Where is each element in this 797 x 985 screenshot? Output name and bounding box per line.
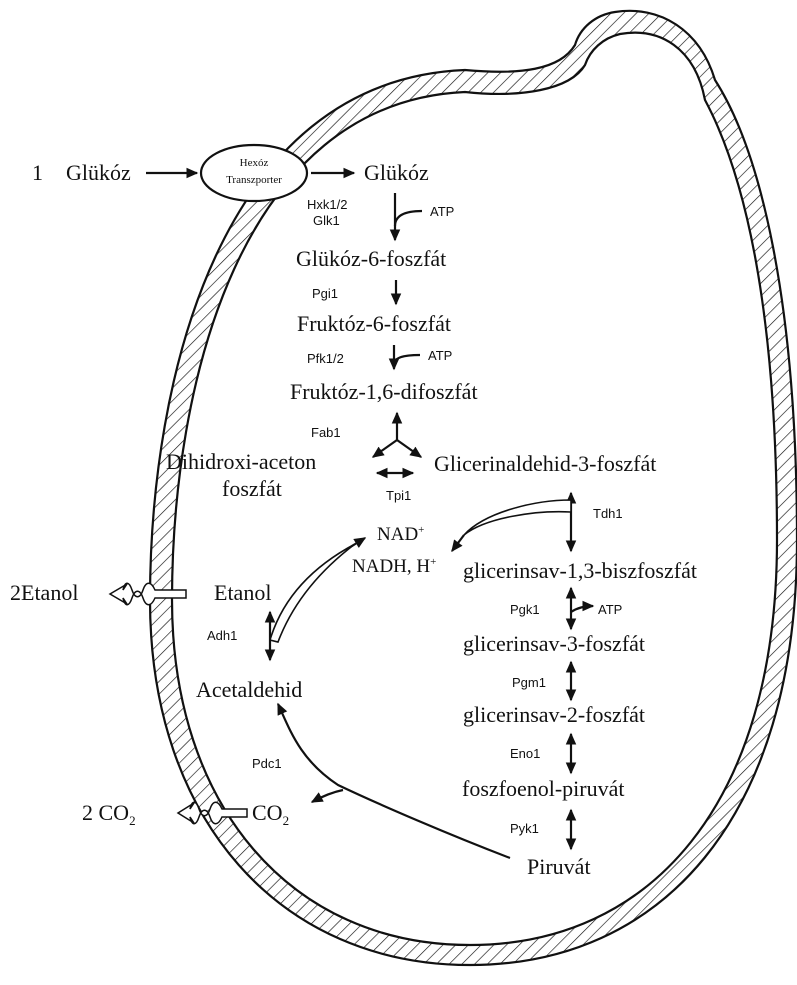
nadh-oxidation-band [268, 543, 356, 643]
arrow-to-co2 [310, 788, 344, 803]
transporter-label-line2: Transzporter [226, 174, 282, 186]
enzyme-pdc: Pdc1 [252, 756, 282, 771]
pep: foszfoenol-piruvát [462, 776, 625, 801]
enzyme-pyk: Pyk1 [510, 821, 539, 836]
f16bp: Fruktóz-1,6-difoszfát [290, 379, 478, 404]
co2-inside-sub: 2 [283, 813, 290, 828]
g6p: Glükóz-6-foszfát [296, 246, 446, 271]
enzyme-tdh: Tdh1 [593, 506, 623, 521]
enzyme-hxk: Hxk1/2 [307, 197, 347, 212]
hexose-transporter: Hexóz Transzporter [199, 143, 309, 203]
enzyme-eno: Eno1 [510, 746, 540, 761]
co2-outside-sub: 2 [129, 813, 136, 828]
co2-outside: 2 CO2 [82, 800, 136, 828]
enzyme-glk: Glk1 [313, 213, 340, 228]
pyruvate: Piruvát [527, 854, 591, 879]
atp-2: ATP [428, 348, 452, 363]
transporter-label-line1: Hexóz [240, 157, 269, 169]
nadh-label: NADH, H [352, 556, 430, 577]
enzyme-pfk: Pfk1/2 [307, 351, 344, 366]
arrow-split-left [371, 439, 398, 458]
glucose-inside: Glükóz [364, 160, 429, 185]
co2-export-arrow [176, 801, 248, 825]
arrow-pyruvate-to-acetaldehyde [277, 702, 511, 860]
enzyme-pgk: Pgk1 [510, 602, 540, 617]
atp-input-curve-2 [392, 353, 421, 365]
dhap-line2: foszfát [222, 476, 282, 501]
bpg13: glicerinsav-1,3-biszfoszfát [463, 558, 697, 583]
transporter-ellipse [199, 143, 309, 203]
acetaldehyde: Acetaldehid [196, 677, 302, 702]
f6p: Fruktóz-6-foszfát [297, 311, 451, 336]
step-number: 1 [32, 160, 43, 185]
ethanol-outside: 2Etanol [10, 580, 78, 605]
co2-inside: CO2 [252, 800, 289, 828]
ethanol-export-arrow [108, 582, 187, 606]
enzyme-adh: Adh1 [207, 628, 237, 643]
nadh: NADH, H+ [352, 556, 436, 577]
enzyme-tpi: Tpi1 [386, 488, 411, 503]
enzyme-pgm: Pgm1 [512, 675, 546, 690]
nad-reduction-band [463, 499, 572, 536]
nad-label: NAD [377, 524, 418, 545]
enzyme-fab: Fab1 [311, 425, 341, 440]
atp-1: ATP [430, 204, 454, 219]
dhap-line1: Dihidroxi-aceton [166, 449, 316, 474]
atp-output-curve [570, 600, 595, 613]
nadh-sup: + [430, 556, 436, 568]
atp-input-curve-1 [393, 209, 423, 227]
nad: NAD+ [377, 524, 424, 545]
atp-3: ATP [598, 602, 622, 617]
arrow-split-right [396, 439, 423, 458]
nad-sup: + [418, 524, 424, 536]
enzyme-pgi: Pgi1 [312, 286, 338, 301]
co2-inside-label: CO [252, 800, 283, 825]
pg2: glicerinsav-2-foszfát [463, 702, 645, 727]
arrow-to-nad [351, 537, 367, 549]
glucose-outside: Glükóz [66, 160, 131, 185]
ethanol: Etanol [214, 580, 271, 605]
co2-outside-label: 2 CO [82, 800, 129, 825]
pg3: glicerinsav-3-foszfát [463, 631, 645, 656]
arrow-to-nadh [451, 534, 465, 553]
gap: Glicerinaldehid-3-foszfát [434, 451, 656, 476]
